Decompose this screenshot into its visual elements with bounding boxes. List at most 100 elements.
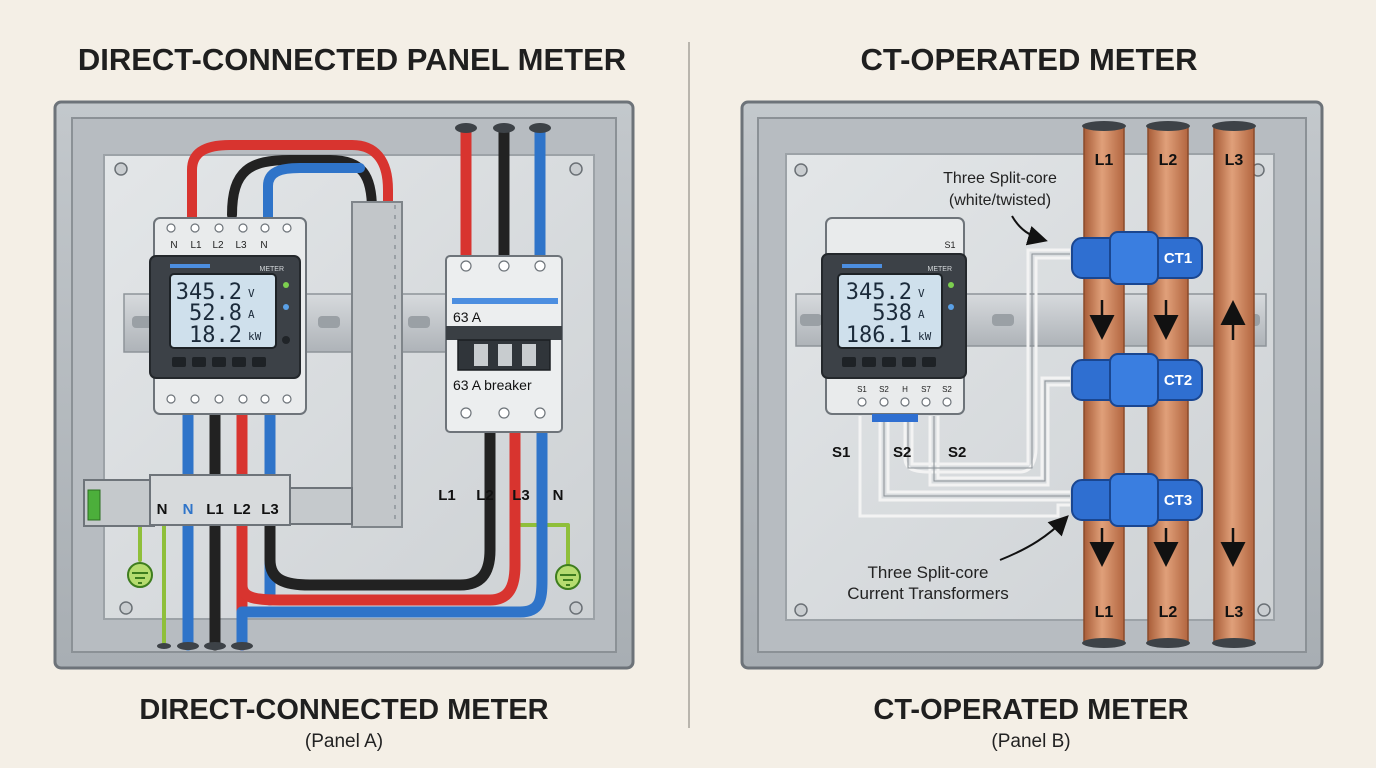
ct-label: CT3: [1164, 492, 1192, 509]
meter-b-top-terminal: S1: [944, 240, 955, 250]
panel-meter-a: N L1 L2 L3 N METER 345.2 V 52.8 A 18.2 k…: [149, 217, 307, 415]
breaker-toggle[interactable]: [498, 344, 512, 366]
panel-a-caption: DIRECT-CONNECTED METER: [139, 694, 548, 726]
meter-b-button[interactable]: [842, 357, 856, 367]
meter-b-lcd: [837, 273, 943, 349]
breaker-label: 63 A breaker: [453, 377, 532, 393]
meter-a-lcd: [169, 273, 277, 349]
panel-b-subcaption: (Panel B): [991, 731, 1070, 752]
meter-a-top-terminals: N L1 L2 L3 N: [170, 240, 267, 251]
cable-label: L2: [476, 487, 494, 504]
ct-label: CT1: [1164, 250, 1192, 267]
meter-b-terminal-label: S2: [879, 385, 889, 394]
terminal-block-a: N N L1 L2 L3: [83, 474, 353, 527]
meter-a-volts: 345.2: [176, 280, 242, 305]
panel-meter-b: S1 METER 345.2 V 538 A 186.1 kW S1 S2: [821, 217, 967, 422]
meter-a-button[interactable]: [172, 357, 186, 367]
annotation-bottom-line2: Current Transformers: [847, 584, 1009, 603]
panel-a: DIRECT-CONNECTED PANEL METER: [53, 42, 635, 752]
meter-b-terminal-label: S7: [921, 385, 931, 394]
panel-b: CT-OPERATED METER: [740, 42, 1324, 752]
earth-icon: [127, 562, 153, 588]
annotation-arrow-icon: [999, 515, 1069, 561]
terminal-label: L3: [261, 501, 279, 518]
meter-a-button[interactable]: [212, 357, 226, 367]
terminal-label: L2: [233, 501, 251, 518]
wire-label: S2: [893, 444, 911, 461]
ct-secondary-wire-outlines: [883, 253, 1070, 497]
meter-b-button[interactable]: [882, 357, 896, 367]
meter-b-bottom-terminals: S1 S2 H S7 S2: [857, 385, 952, 394]
meter-a-terminal-label: N: [260, 240, 267, 251]
busbar-label: L3: [1225, 604, 1244, 621]
panel-a-subcaption: (Panel A): [305, 731, 383, 752]
terminal-label: N: [157, 501, 168, 518]
meter-a-buttons[interactable]: [172, 357, 266, 367]
busbar-label: L3: [1225, 152, 1244, 169]
current-direction-arrows: [1089, 300, 1246, 567]
meter-b-amps: 538: [872, 301, 912, 326]
meter-b-amps-unit: A: [918, 308, 925, 321]
wire-label: S1: [832, 444, 850, 461]
busbar-label: L2: [1159, 152, 1178, 169]
terminal-label: L1: [206, 501, 224, 518]
meter-a-volts-unit: V: [248, 287, 255, 300]
meter-a-bottom-screws: [166, 394, 292, 404]
meter-b-terminal-label: H: [902, 385, 908, 394]
annotation-bottom: Three Split-core Current Transformers: [847, 515, 1069, 603]
busbar-l3: [1213, 125, 1255, 643]
cable-duct-a: [351, 201, 403, 528]
cable-glands-a: [157, 123, 551, 650]
annotation-top-line1: Three Split-core: [943, 170, 1057, 187]
meter-a-power: 18.2: [189, 323, 242, 348]
breaker-toggle[interactable]: [522, 344, 536, 366]
earth-icon: [555, 564, 581, 590]
meter-a-power-unit: kW: [248, 330, 262, 343]
ct-2: CT2: [1071, 353, 1203, 407]
meter-a-terminal-label: L3: [235, 240, 247, 251]
meter-a-button[interactable]: [232, 357, 246, 367]
breaker-toggle[interactable]: [474, 344, 488, 366]
plate-screws-b: [794, 163, 1271, 617]
cable-labels-a: L1 L2 L3 N: [438, 487, 563, 504]
ct-3: CT3: [1071, 473, 1203, 527]
secondary-wire-labels: S1 S2 S2: [832, 444, 966, 461]
plate-screws-a: [114, 162, 583, 615]
meter-b-tag: METER: [928, 266, 953, 273]
busbar-labels-top: L1 L2 L3: [1095, 152, 1244, 169]
circuit-breaker: 63 A 63 A breaker: [445, 255, 563, 433]
meter-b-volts-unit: V: [918, 287, 925, 300]
meter-a-top-screws: [166, 223, 292, 233]
busbar-labels-bottom: L1 L2 L3: [1095, 604, 1244, 621]
meter-a-amps: 52.8: [189, 301, 242, 326]
meter-a-amps-unit: A: [248, 308, 255, 321]
meter-a-button[interactable]: [192, 357, 206, 367]
annotation-top-line2: (white/twisted): [949, 192, 1051, 209]
busbar-label: L1: [1095, 604, 1114, 621]
meter-b-button[interactable]: [862, 357, 876, 367]
meter-b-buttons[interactable]: [842, 357, 936, 367]
breaker-rating: 63 A: [453, 309, 482, 325]
meter-a-button[interactable]: [252, 357, 266, 367]
terminal-label: N: [183, 501, 194, 518]
meter-a-terminal-label: L1: [190, 240, 202, 251]
annotation-top: Three Split-core (white/twisted): [943, 170, 1057, 246]
meter-a-terminal-label: N: [170, 240, 177, 251]
cable-label: N: [553, 487, 564, 504]
meter-b-power-unit: kW: [918, 330, 932, 343]
busbar-label: L2: [1159, 604, 1178, 621]
meter-b-terminal-label: S1: [857, 385, 867, 394]
cables-a: [138, 124, 570, 651]
meter-a-terminal-label: L2: [212, 240, 224, 251]
meter-a-tag: METER: [260, 266, 285, 273]
meter-b-button[interactable]: [902, 357, 916, 367]
annotation-bottom-line1: Three Split-core: [868, 563, 989, 582]
ct-1: CT1: [1071, 231, 1203, 285]
ct-label: CT2: [1164, 372, 1192, 389]
panel-b-heading: CT-OPERATED METER: [861, 42, 1198, 77]
meter-b-button[interactable]: [922, 357, 936, 367]
meter-b-power: 186.1: [846, 323, 912, 348]
cable-label: L3: [512, 487, 530, 504]
terminal-block-a-labels: N N L1 L2 L3: [157, 501, 279, 518]
